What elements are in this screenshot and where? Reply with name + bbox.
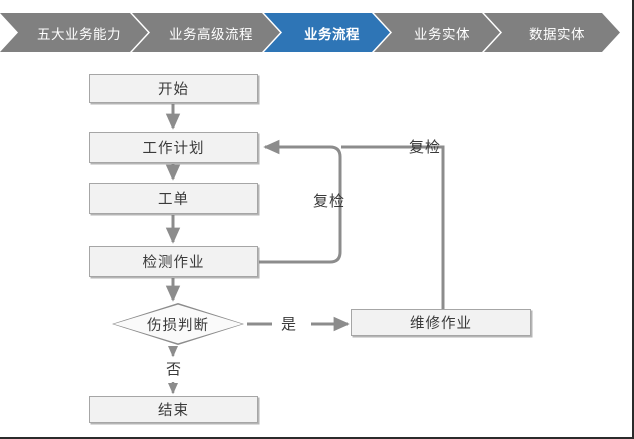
edge-repair-recheck-to-work-plan: [341, 145, 445, 309]
breadcrumb-step-1-label: 五大业务能力: [37, 26, 121, 42]
node-work-plan-label: 工作计划: [142, 141, 205, 157]
breadcrumb-step-2-label: 业务高级流程: [169, 26, 253, 42]
node-work-order[interactable]: 工单: [89, 183, 258, 214]
breadcrumb-step-2[interactable]: 业务高级流程: [132, 13, 280, 52]
node-inspection[interactable]: 检测作业: [89, 246, 258, 277]
breadcrumb-step-1[interactable]: 五大业务能力: [0, 13, 148, 52]
breadcrumb-step-4-label: 业务实体: [414, 26, 470, 42]
breadcrumb-step-5[interactable]: 数据实体: [484, 13, 620, 52]
node-work-order-label: 工单: [158, 192, 189, 208]
node-damage-decision[interactable]: 伤损判断: [112, 303, 244, 345]
edge-label-recheck-right: 复检: [409, 139, 442, 156]
edge-label-no: 否: [166, 361, 183, 378]
node-start[interactable]: 开始: [89, 74, 258, 103]
node-start-label: 开始: [158, 82, 189, 98]
node-end[interactable]: 结束: [89, 396, 258, 423]
node-work-plan[interactable]: 工作计划: [89, 132, 258, 163]
breadcrumb: 五大业务能力 业务高级流程 业务流程 业务实体 数据实体: [0, 13, 634, 52]
breadcrumb-step-3-active[interactable]: 业务流程: [264, 13, 390, 52]
node-repair-label: 维修作业: [410, 316, 472, 332]
breadcrumb-step-5-label: 数据实体: [529, 26, 585, 42]
edge-label-yes: 是: [281, 316, 298, 333]
breadcrumb-step-3-label: 业务流程: [304, 26, 360, 42]
node-repair[interactable]: 维修作业: [351, 309, 531, 336]
edge-label-recheck-middle: 复检: [313, 193, 346, 210]
breadcrumb-step-4[interactable]: 业务实体: [374, 13, 500, 52]
node-inspection-label: 检测作业: [142, 255, 205, 271]
node-damage-decision-label: 伤损判断: [147, 317, 209, 334]
node-end-label: 结束: [158, 403, 189, 419]
